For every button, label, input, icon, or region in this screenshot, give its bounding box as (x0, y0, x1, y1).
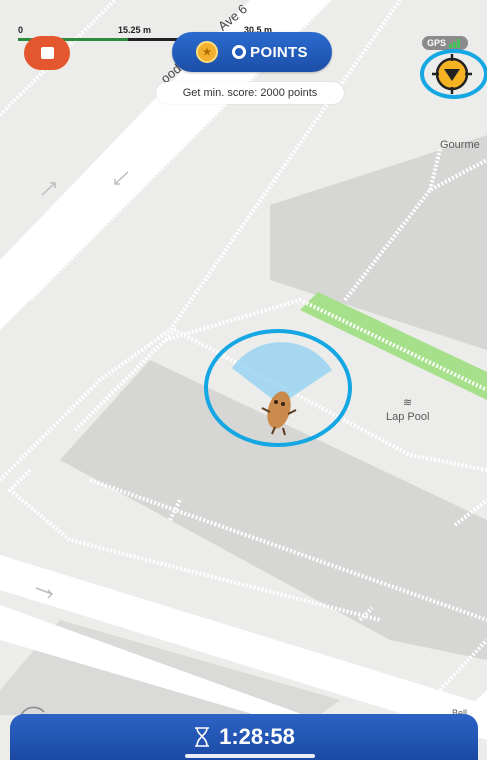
footpath (428, 149, 442, 191)
coin-icon: ★ (196, 41, 219, 63)
stop-button[interactable] (24, 36, 70, 70)
min-score-hint: Get min. score: 2000 points (156, 82, 344, 104)
home-indicator[interactable] (185, 754, 315, 758)
min-score-text: Get min. score: 2000 points (182, 87, 318, 99)
points-value-ring (232, 45, 247, 59)
road-arrow (35, 587, 54, 599)
scale-label-start: 0 (18, 25, 24, 35)
heading-cone (232, 342, 332, 405)
gps-status-badge: GPS (422, 36, 468, 50)
footpath (0, 0, 402, 482)
footpath (164, 297, 487, 392)
locate-highlight-ring (420, 49, 487, 99)
timer-value: 1:28:58 (219, 724, 295, 749)
footpath (343, 158, 487, 302)
swimmer-icon: ≋ (403, 397, 413, 409)
road-arrow (41, 182, 56, 196)
place-label-bottom-right: Bell (452, 708, 468, 718)
place-label-gourmet: Gourme (440, 139, 480, 151)
hourglass-icon (195, 727, 210, 747)
road-arrow (114, 171, 129, 185)
scale-label-mid: 15.25 m (118, 25, 152, 35)
building-block (270, 135, 487, 350)
points-label: POINTS (250, 43, 308, 61)
timer-bar: 1:28:58 (10, 714, 478, 760)
road (0, 605, 340, 728)
road (0, 555, 487, 740)
points-counter: ★ 0 POINTS (172, 32, 332, 72)
scale-line (18, 38, 280, 41)
footpath (438, 638, 487, 692)
locate-heading-icon[interactable] (430, 52, 474, 96)
stop-square-icon (40, 47, 54, 59)
gps-label: GPS (427, 38, 447, 48)
scale-label-end: 30.5 m (244, 25, 273, 35)
footpath (28, 0, 332, 302)
place-label-lap-pool: Lap Pool (386, 411, 430, 423)
player-avatar[interactable] (261, 389, 297, 436)
footpath (358, 606, 374, 622)
player-highlight-ring (204, 329, 352, 447)
footpath (453, 498, 487, 527)
map-scale-bar: 0 15.25 m 30.5 m (18, 25, 280, 44)
building-block (60, 360, 487, 660)
gps-signal-icon (449, 38, 461, 48)
